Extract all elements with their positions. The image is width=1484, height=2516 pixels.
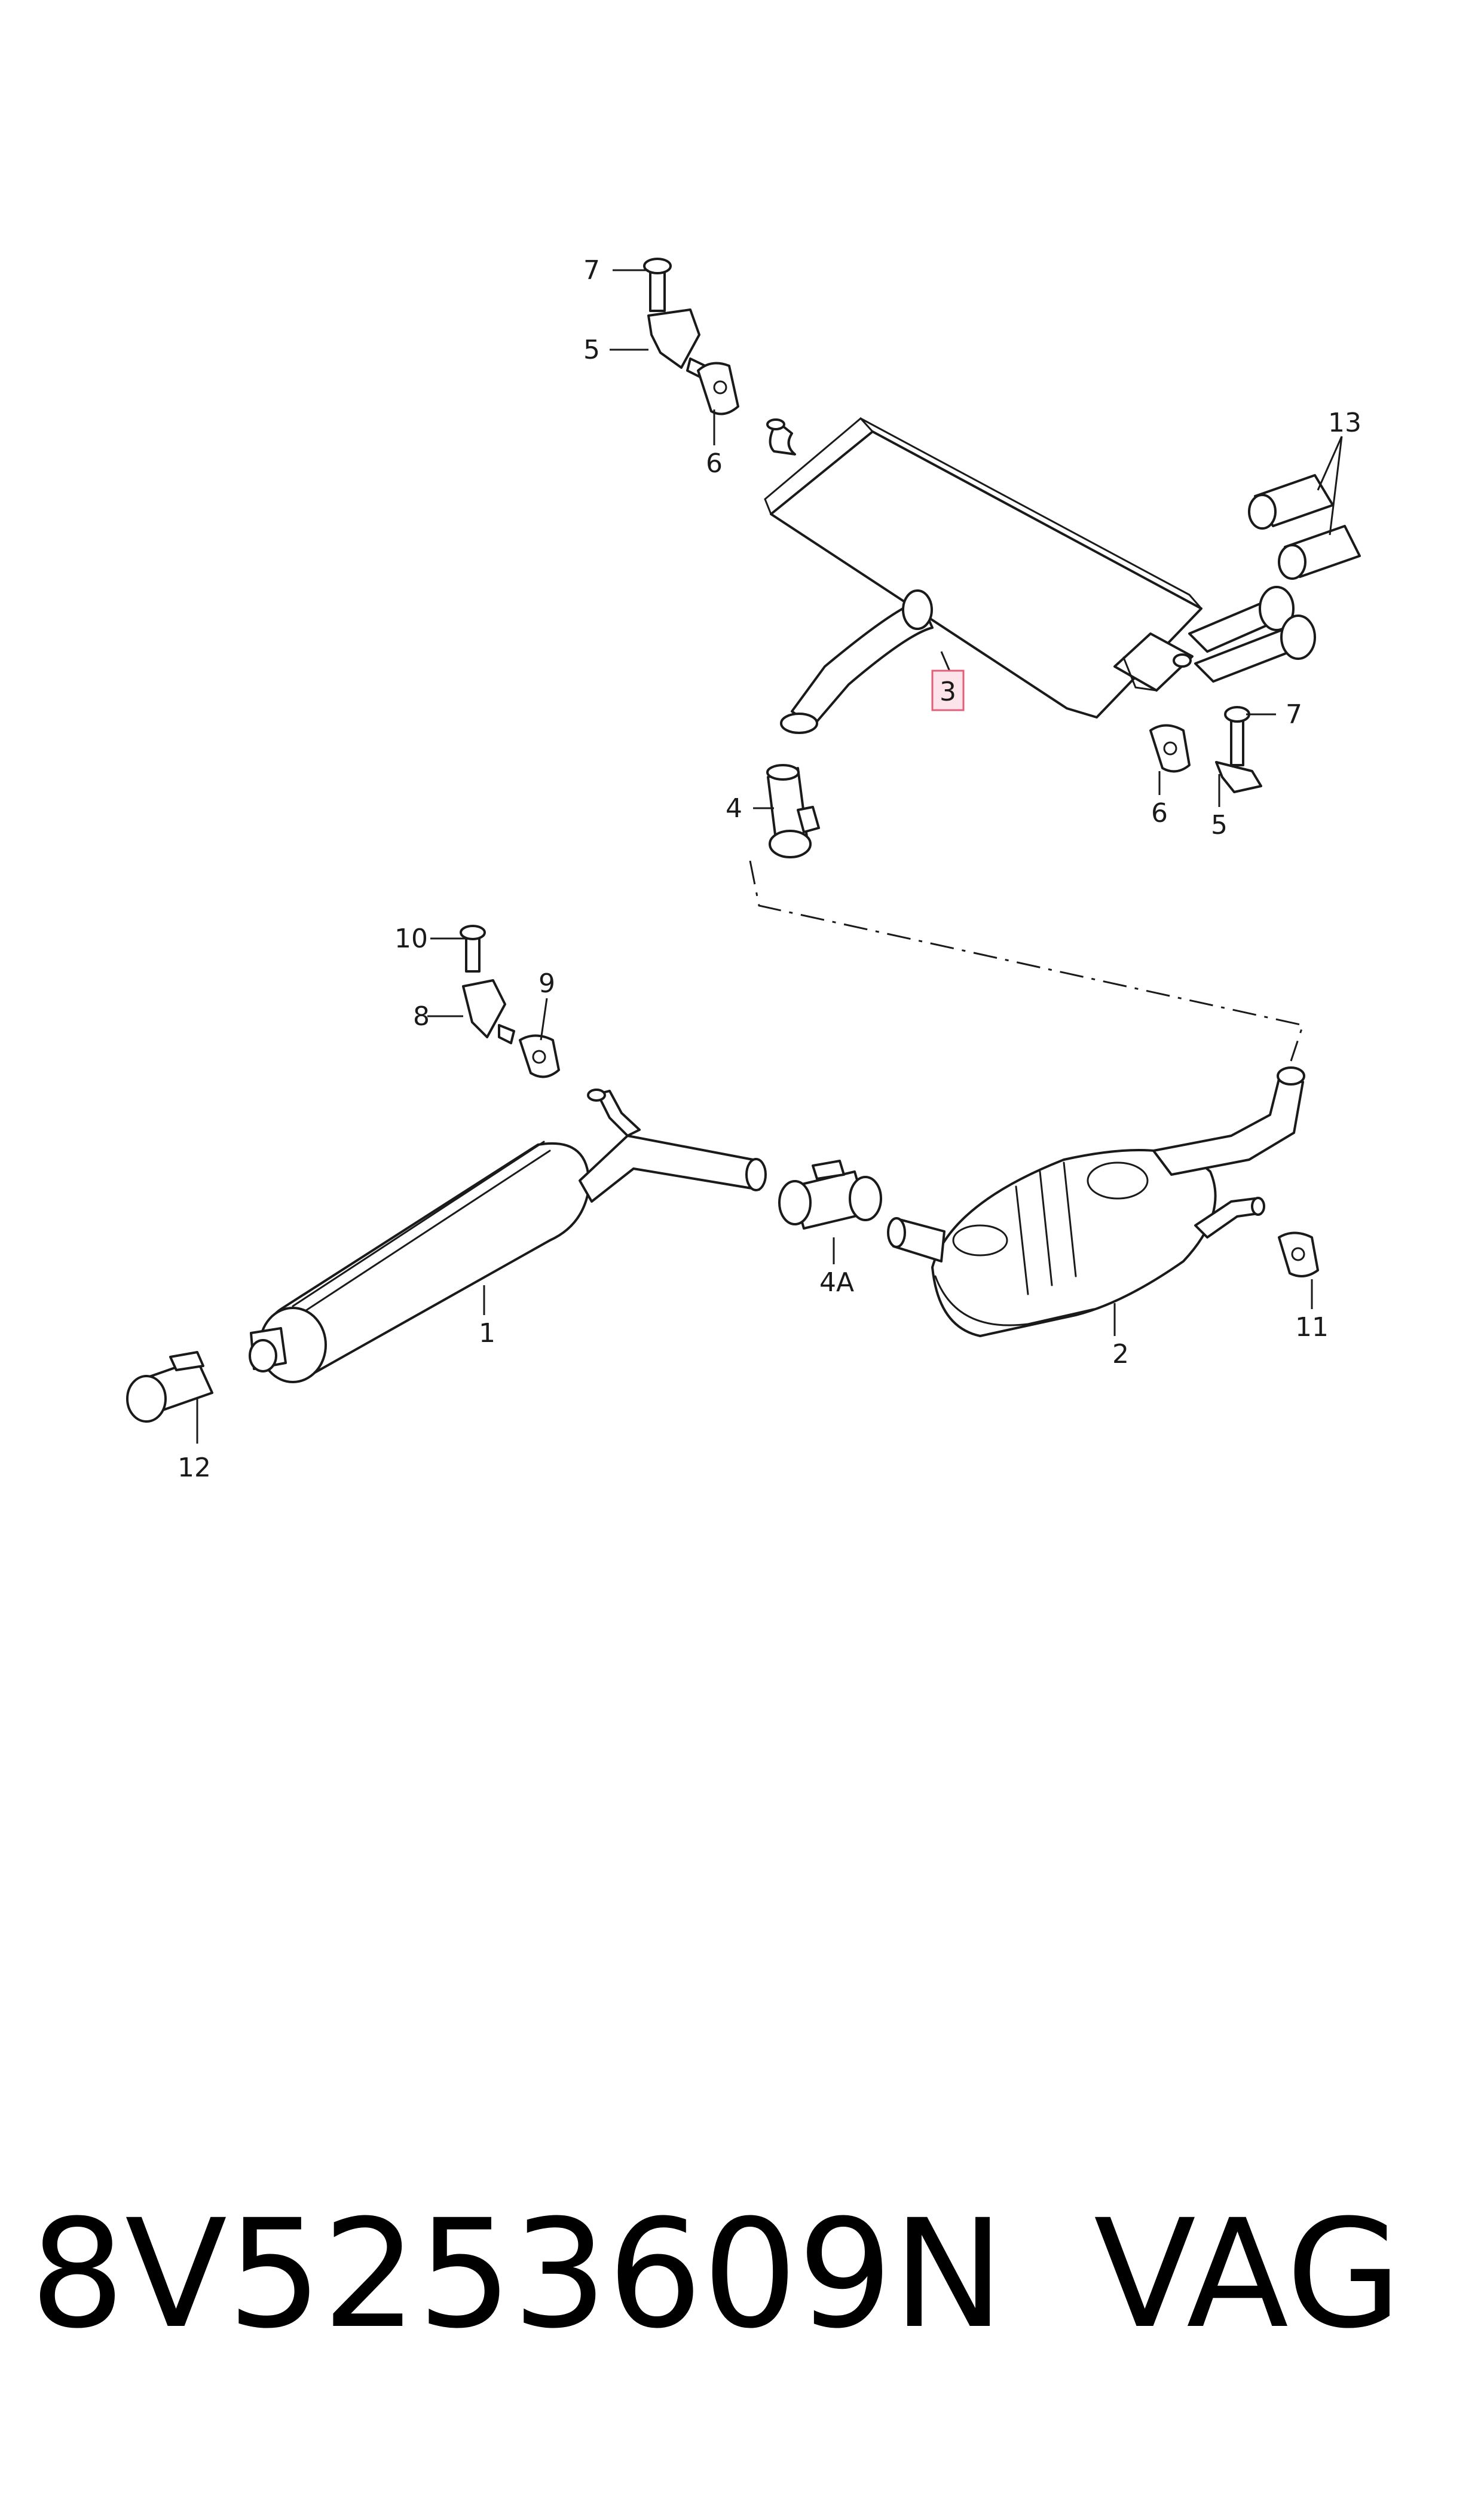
callout-labels: 7 5 6 13 3 4 7 6 5 10 8 9 1 4A 2 11 12 bbox=[178, 255, 1361, 1483]
callout-12: 12 bbox=[178, 1453, 211, 1483]
tailpipe-trims bbox=[1248, 474, 1361, 580]
callout-2: 2 bbox=[1112, 1339, 1129, 1369]
callout-4a: 4A bbox=[819, 1267, 854, 1298]
callout-11: 11 bbox=[1295, 1312, 1329, 1343]
hanger-11 bbox=[1278, 1231, 1319, 1277]
callout-7-upper: 7 bbox=[583, 255, 600, 286]
callout-6-upper: 6 bbox=[706, 448, 723, 479]
rear-silencer bbox=[764, 417, 1316, 734]
highlight-box-3 bbox=[931, 669, 965, 711]
brand-name: VAG bbox=[1094, 2187, 1402, 2361]
lower-hanger-group bbox=[460, 925, 560, 1078]
callout-8: 8 bbox=[413, 1001, 430, 1032]
upper-hanger-group bbox=[643, 258, 739, 415]
middle-silencer bbox=[887, 1066, 1305, 1337]
callout-1: 1 bbox=[479, 1318, 495, 1349]
callout-10: 10 bbox=[394, 924, 428, 954]
part-number: 8V5253609N bbox=[30, 2187, 1005, 2361]
callout-3: 3 bbox=[940, 677, 956, 707]
clamp-12 bbox=[126, 1351, 213, 1423]
callout-5-right: 5 bbox=[1211, 810, 1228, 840]
callout-4: 4 bbox=[726, 793, 742, 824]
assembly-link-line bbox=[749, 860, 1304, 1062]
clamp-4a bbox=[778, 1160, 882, 1230]
callout-leaders bbox=[196, 269, 1343, 1444]
footer-part-info: 8V5253609N VAG bbox=[30, 2200, 1464, 2349]
right-hanger-group bbox=[1149, 706, 1262, 793]
callout-5-upper: 5 bbox=[583, 335, 600, 365]
callout-7-right: 7 bbox=[1286, 699, 1302, 730]
callout-6-right: 6 bbox=[1151, 798, 1168, 829]
front-silencer bbox=[249, 1089, 767, 1383]
clamp-4 bbox=[766, 764, 820, 858]
callout-13: 13 bbox=[1328, 408, 1361, 438]
callout-9: 9 bbox=[538, 968, 555, 999]
